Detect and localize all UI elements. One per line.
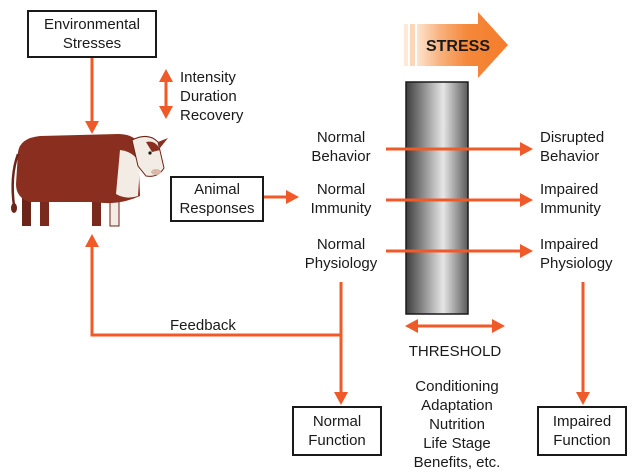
impaired-physiology-label: Impaired Physiology xyxy=(540,235,613,273)
arrow-physiology xyxy=(386,244,533,258)
factor-intensity: Intensity xyxy=(180,69,236,86)
factor-recovery: Recovery xyxy=(180,107,244,124)
modifier-conditioning: Conditioning xyxy=(415,378,499,395)
normal-function-line-1: Normal xyxy=(312,413,362,430)
normal-immunity-line-2: Immunity xyxy=(310,200,372,217)
modifier-nutrition: Nutrition xyxy=(429,416,485,433)
normal-physiology-line-2: Physiology xyxy=(304,255,378,272)
disrupted-behavior-line-2: Behavior xyxy=(540,148,600,165)
impaired-function-line-2: Function xyxy=(553,432,611,449)
threshold-bar xyxy=(405,81,469,315)
impaired-physiology-line-2: Physiology xyxy=(540,255,613,272)
env-line-1: Environmental xyxy=(44,16,140,33)
environmental-stresses-box: Environmental Stresses xyxy=(27,10,157,58)
threshold-label: THRESHOLD xyxy=(408,343,502,360)
responses-line-2: Responses xyxy=(179,200,255,217)
normal-function-box: Normal Function xyxy=(292,406,382,456)
disrupted-behavior-label: Disrupted Behavior xyxy=(540,128,604,166)
modifier-benefits: Benefits, etc. xyxy=(413,454,501,471)
modifiers-list: Conditioning Adaptation Nutrition Life S… xyxy=(395,377,519,472)
modifier-adaptation: Adaptation xyxy=(421,397,493,414)
impaired-immunity-label: Impaired Immunity xyxy=(540,180,601,218)
normal-behavior-line-2: Behavior xyxy=(311,148,371,165)
arrow-to-normal-function xyxy=(334,335,348,405)
stress-arrow xyxy=(404,12,508,78)
normal-physiology-label: Normal Physiology xyxy=(294,235,388,273)
normal-physiology-line-1: Normal xyxy=(316,236,366,253)
factor-duration: Duration xyxy=(180,88,237,105)
intensity-range-arrow xyxy=(159,69,173,119)
modifier-life-stage: Life Stage xyxy=(423,435,491,452)
responses-line-1: Animal xyxy=(194,181,240,198)
stress-label: STRESS xyxy=(426,38,490,55)
feedback-arrow xyxy=(85,234,343,337)
normal-behavior-line-1: Normal xyxy=(316,129,366,146)
arrow-behavior xyxy=(386,142,533,156)
animal-responses-box: Animal Responses xyxy=(170,176,264,222)
cow-icon xyxy=(11,134,168,227)
arrow-responses-to-states xyxy=(264,190,299,204)
disrupted-behavior-line-1: Disrupted xyxy=(540,129,605,146)
arrow-to-impaired-function xyxy=(576,282,590,405)
impaired-function-box: Impaired Function xyxy=(537,406,627,456)
impaired-immunity-line-2: Immunity xyxy=(540,200,601,217)
normal-immunity-line-1: Normal xyxy=(316,181,366,198)
impaired-function-line-1: Impaired xyxy=(552,413,612,430)
feedback-label: Feedback xyxy=(170,317,236,334)
impaired-physiology-line-1: Impaired xyxy=(540,236,599,253)
arrow-immunity xyxy=(386,193,533,207)
stress-factors: Intensity Duration Recovery xyxy=(180,68,243,125)
threshold-range-arrow xyxy=(405,319,505,333)
normal-immunity-label: Normal Immunity xyxy=(298,180,384,218)
normal-behavior-label: Normal Behavior xyxy=(298,128,384,166)
arrow-env-to-animal xyxy=(85,57,99,134)
env-line-2: Stresses xyxy=(62,35,122,52)
normal-function-line-2: Function xyxy=(308,432,366,449)
impaired-immunity-line-1: Impaired xyxy=(540,181,599,198)
